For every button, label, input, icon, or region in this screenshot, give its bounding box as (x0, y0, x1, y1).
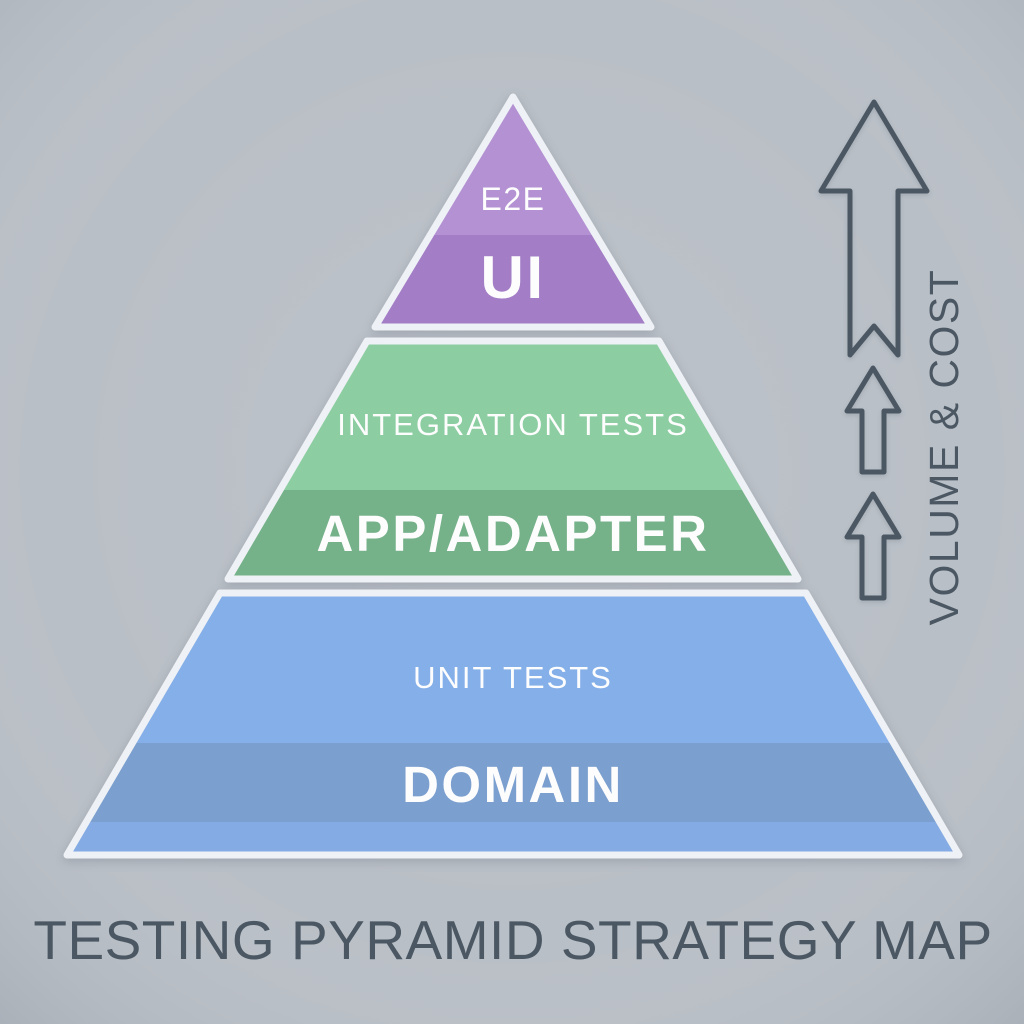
tier-ui-layer-label: UI (481, 244, 546, 311)
pyramid-tier-domain: UNIT TESTS DOMAIN (63, 589, 963, 859)
page-title: TESTING PYRAMID STRATEGY MAP (33, 909, 992, 971)
tier-domain-lower-band (67, 743, 959, 822)
arrow-up-large-icon (818, 99, 930, 358)
tier-app-lower-band (228, 490, 798, 579)
volume-cost-arrows (818, 99, 930, 601)
arrow-up-medium-icon (844, 365, 902, 475)
volume-cost-axis-label: VOLUME & COST (921, 269, 967, 626)
tier-app-layer-label: APP/ADAPTER (316, 505, 709, 562)
tier-domain-upper-band (67, 593, 959, 743)
tier-ui-test-label: E2E (481, 181, 546, 217)
tier-domain-base-strip (67, 822, 959, 855)
pyramid-tier-app-adapter: INTEGRATION TESTS APP/ADAPTER (224, 337, 802, 583)
tier-app-outline (224, 337, 802, 583)
tier-domain-outline (63, 589, 963, 859)
tier-domain-layer-label: DOMAIN (402, 756, 624, 813)
tier-app-test-label: INTEGRATION TESTS (337, 407, 689, 442)
arrow-up-small-icon (844, 491, 902, 601)
tier-domain-test-label: UNIT TESTS (413, 660, 613, 695)
tier-ui-outline (371, 93, 655, 331)
